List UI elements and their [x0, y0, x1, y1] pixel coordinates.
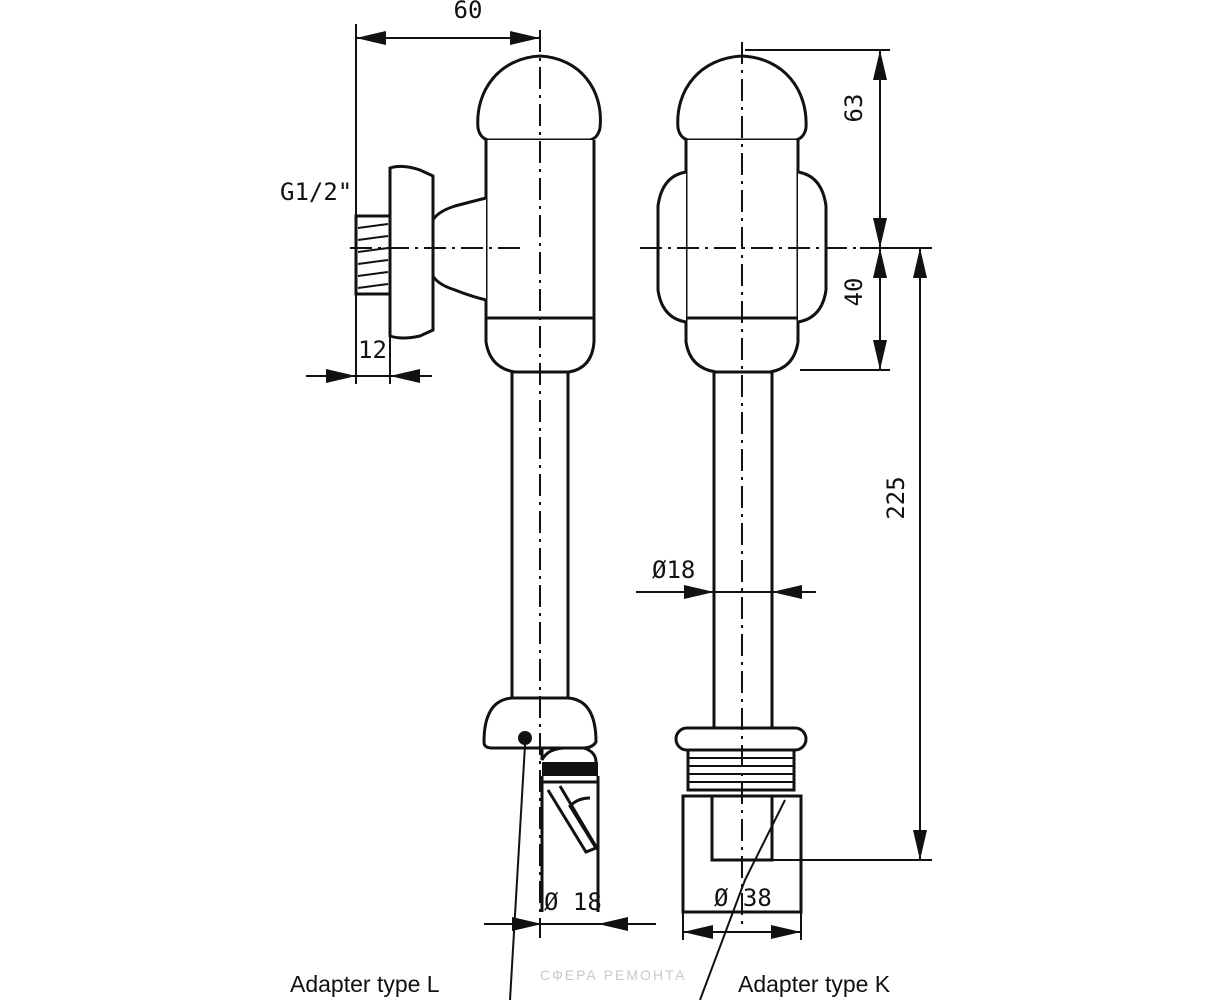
left-adapter-l-head: [482, 696, 598, 750]
left-wall-flange: [388, 164, 435, 340]
dim-inlet-depth: 12: [358, 336, 387, 364]
watermark: СФЕРА РЕМОНТА: [540, 967, 686, 983]
center-lines: [350, 30, 860, 938]
dim-adapter-k-diameter: Ø 38: [714, 884, 772, 912]
dim-thread: G1/2": [280, 178, 352, 206]
dim-tube-length: 225: [882, 476, 910, 519]
dim-tube-diameter: Ø18: [652, 556, 695, 584]
caption-adapter-type-k: Adapter type K: [738, 971, 891, 997]
dim-head-height: 63: [840, 94, 868, 123]
caption-adapter-type-l: Adapter type L: [290, 971, 440, 997]
right-adapter-k-socket: [681, 794, 803, 914]
dimension-lines: [306, 24, 932, 940]
left-adapter-seal: [542, 762, 598, 776]
left-adapter-pin: [518, 731, 532, 745]
dim-inlet-offset: 40: [840, 278, 868, 307]
left-leader-line: [509, 744, 526, 1000]
left-valve-view: [354, 54, 602, 1000]
dim-adapter-l-diameter: Ø 18: [544, 888, 602, 916]
left-threaded-stub: [354, 214, 392, 296]
left-dome-cap: [476, 54, 602, 142]
dim-top-width: 60: [454, 0, 483, 24]
right-leader-line: [699, 799, 786, 1000]
left-angled-nozzle: [546, 785, 600, 854]
